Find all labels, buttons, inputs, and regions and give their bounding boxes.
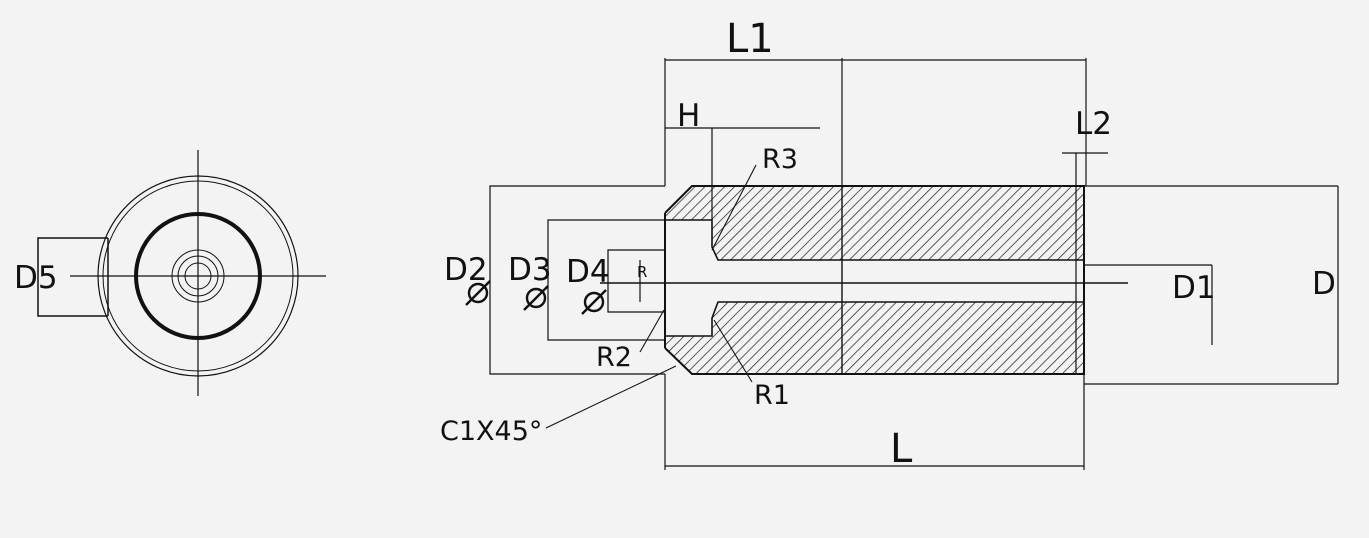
hatch-upper-wall xyxy=(665,186,1084,260)
label-d: D xyxy=(1312,266,1336,302)
end-view-flat-outline xyxy=(37,237,108,317)
bottom-dimension-lines xyxy=(664,374,1085,470)
leader-lines xyxy=(545,164,757,429)
label-r: R xyxy=(637,263,647,281)
label-l2: L2 xyxy=(1075,106,1112,142)
label-d3: D3 xyxy=(508,252,552,288)
label-h: H xyxy=(677,98,700,134)
label-chamfer: C1X45° xyxy=(440,416,542,447)
section-outline xyxy=(664,185,1085,375)
d4-diameter-symbol xyxy=(583,291,605,313)
d3-diameter-symbol xyxy=(525,287,547,309)
diameter-symbols xyxy=(465,280,607,315)
section-hatch xyxy=(665,186,1084,374)
label-l1: L1 xyxy=(726,16,774,62)
label-d5: D5 xyxy=(14,260,58,296)
hatch-lower-wall xyxy=(665,302,1084,374)
diameter-extension-lines xyxy=(489,185,665,375)
label-d1: D1 xyxy=(1172,270,1216,306)
label-d2: D2 xyxy=(444,252,488,288)
label-d4: D4 xyxy=(566,254,610,290)
top-dimension-lines xyxy=(664,58,1108,220)
d2-diameter-symbol xyxy=(467,282,489,304)
label-r2: R2 xyxy=(596,342,632,373)
section-view: L1 H L2 R3 D2 D3 D4 R D1 D R2 R1 C1X45° … xyxy=(440,16,1339,472)
label-r1: R1 xyxy=(754,380,790,411)
end-view: D5 xyxy=(14,150,326,396)
label-l: L xyxy=(890,426,913,472)
label-r3: R3 xyxy=(762,144,798,175)
right-dimension-lines xyxy=(1084,185,1339,385)
